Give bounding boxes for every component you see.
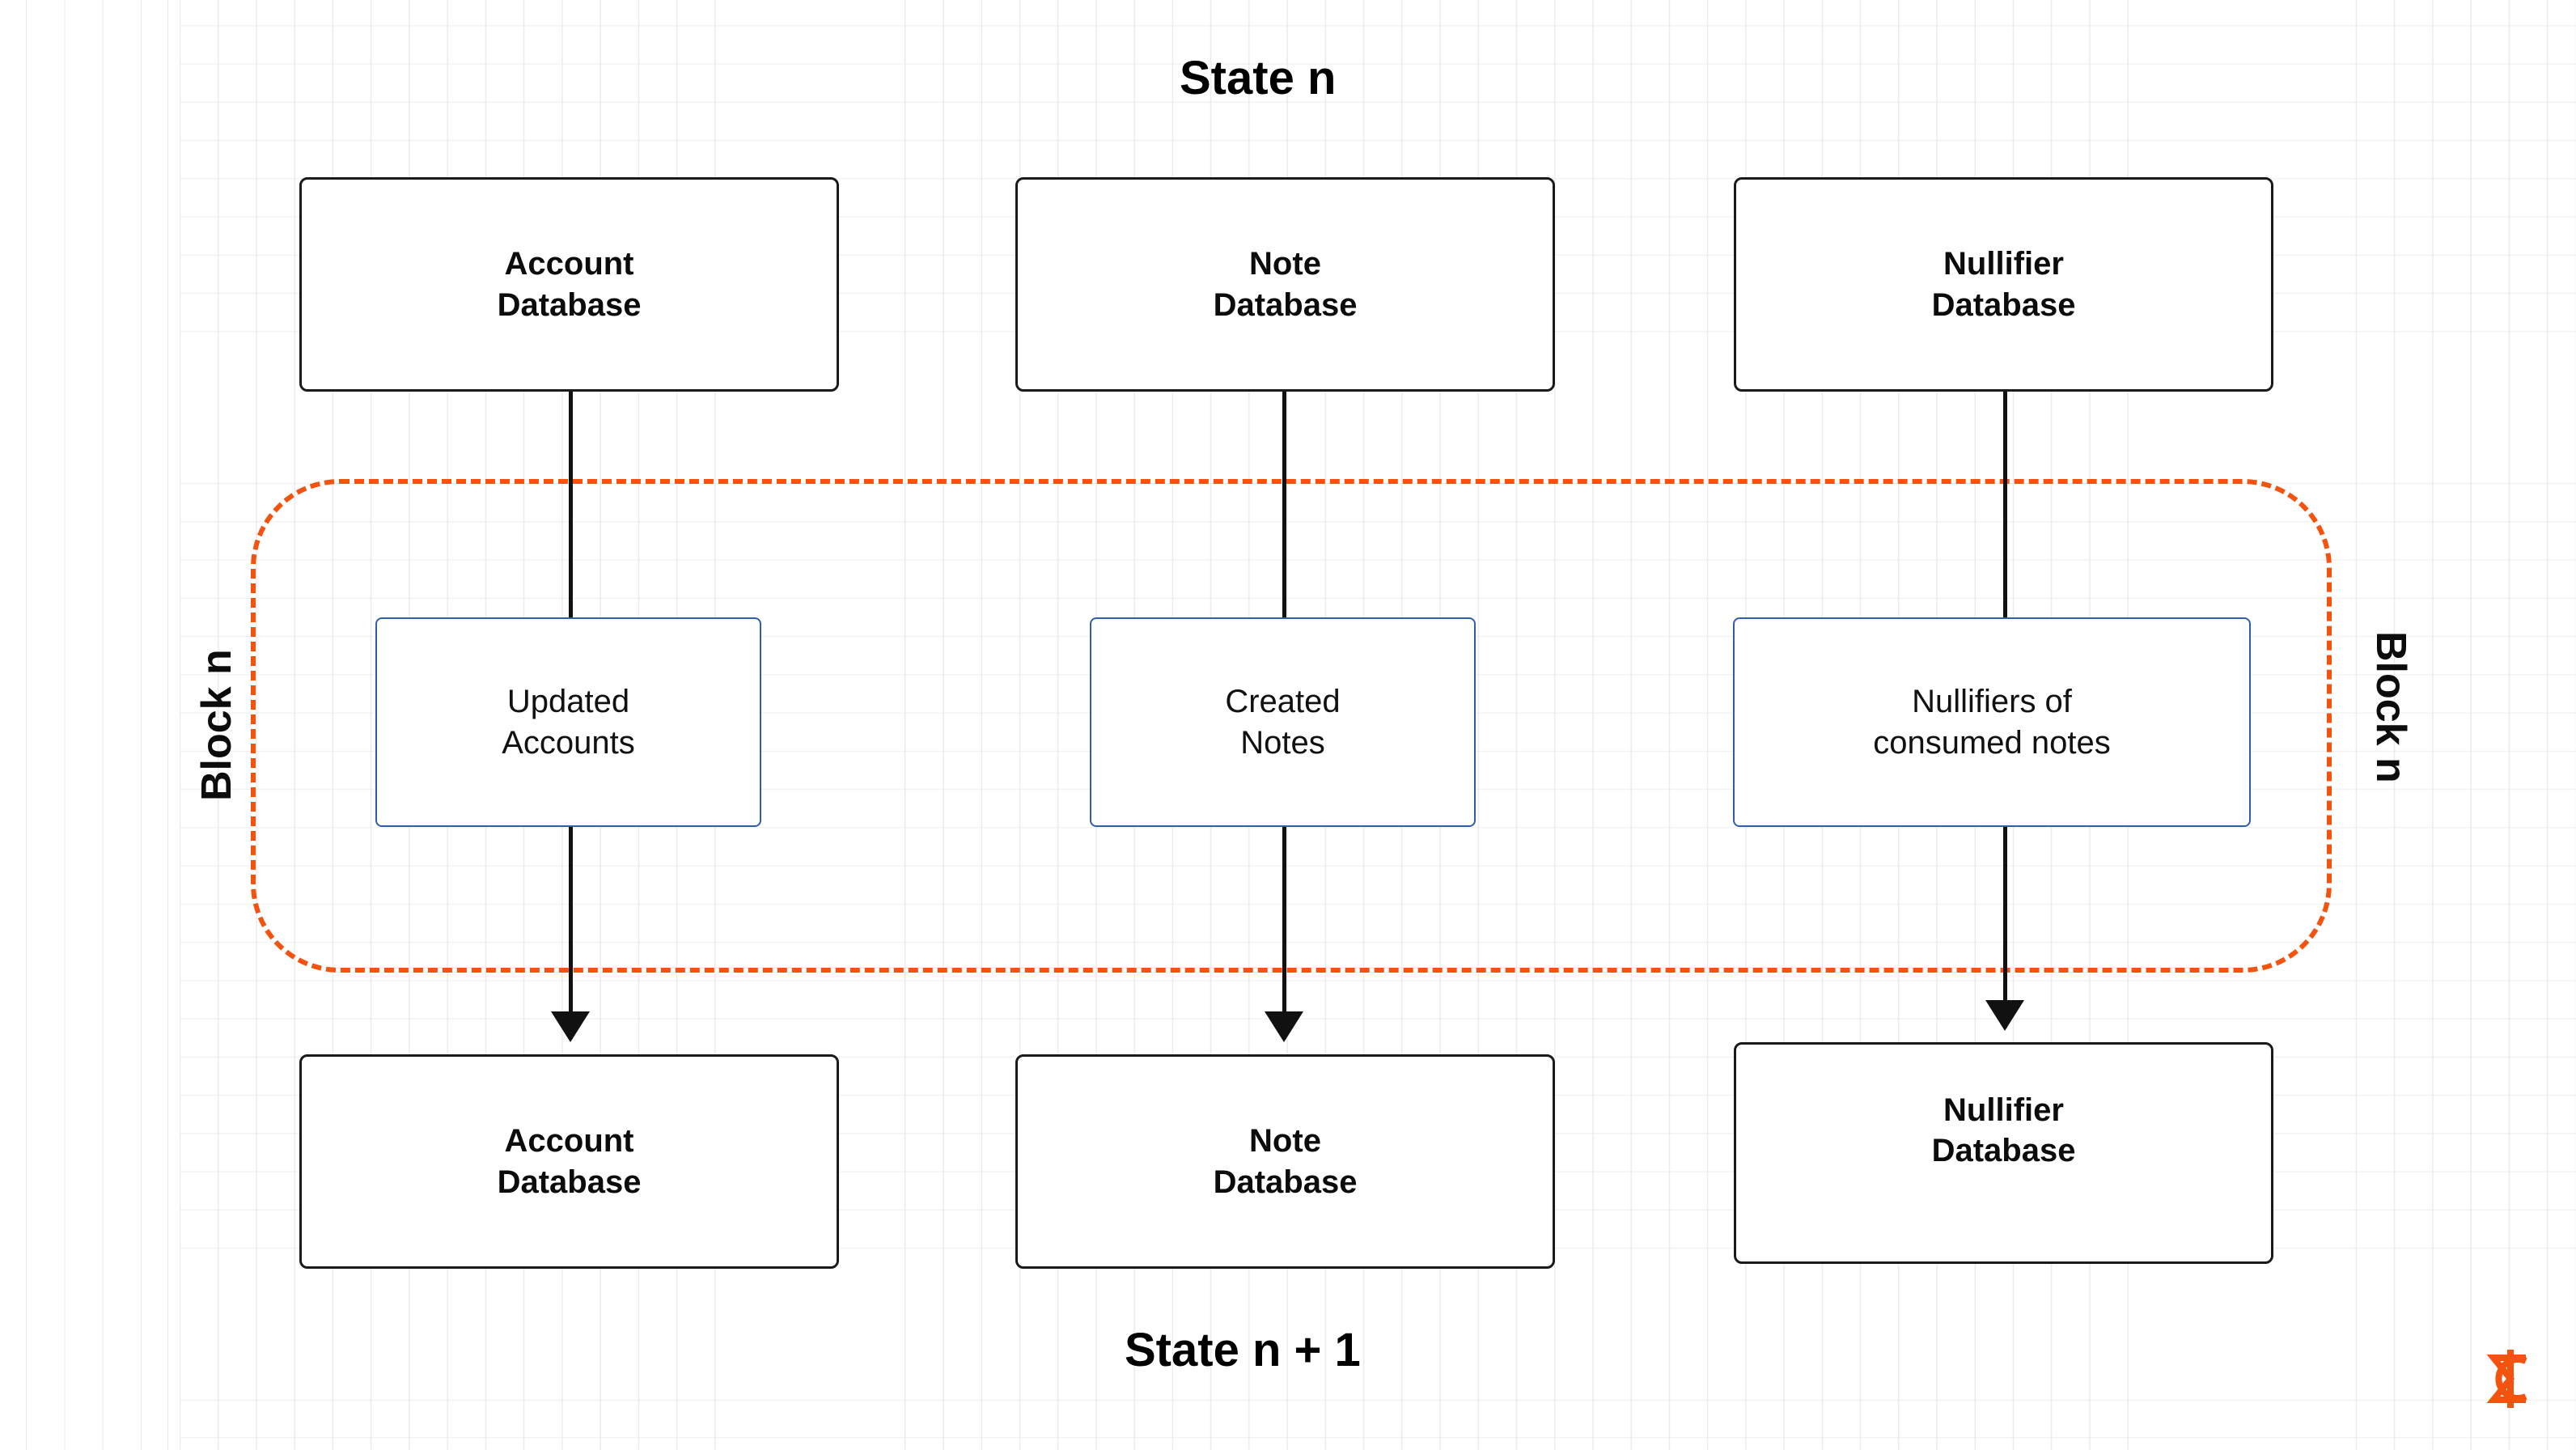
node-line-1: Nullifier [1943, 246, 2064, 282]
connector-account-top [569, 392, 573, 619]
node-line-2: Database [1931, 286, 2076, 323]
node-line-2: consumed notes [1873, 724, 2111, 761]
arrowhead-account [551, 1011, 590, 1042]
node-account-database-bottom[interactable]: Account Database [299, 1054, 839, 1269]
arrowhead-nullifier [1985, 1000, 2024, 1031]
node-created-notes[interactable]: Created Notes [1090, 617, 1476, 827]
node-line-1: Created [1225, 684, 1341, 720]
node-note-database-bottom[interactable]: Note Database [1015, 1054, 1555, 1269]
node-nullifier-database-bottom[interactable]: Nullifier Database [1734, 1042, 2273, 1264]
node-line-1: Nullifiers of [1912, 684, 2072, 720]
node-note-database-top[interactable]: Note Database [1015, 177, 1555, 392]
node-line-1: Account [504, 246, 634, 282]
node-line-2: Database [1213, 1164, 1358, 1200]
node-account-database-top[interactable]: Account Database [299, 177, 839, 392]
node-line-2: Database [497, 1164, 642, 1200]
node-nullifiers-consumed-notes[interactable]: Nullifiers of consumed notes [1733, 617, 2251, 827]
connector-account-bottom [569, 827, 573, 1039]
arrowhead-note [1265, 1011, 1303, 1042]
title-state-n: State n [1180, 52, 1337, 104]
node-line-1: Updated [506, 684, 630, 720]
block-n-label-left: Block n [193, 649, 240, 801]
node-line-1: Nullifier [1943, 1092, 2064, 1128]
node-line-2: Database [497, 286, 642, 323]
block-n-region [251, 479, 2332, 973]
connector-nullifier-top [2003, 392, 2007, 619]
title-state-n-plus-1: State n + 1 [1125, 1324, 1361, 1376]
connector-note-bottom [1282, 827, 1286, 1039]
node-line-2: Notes [1240, 724, 1325, 761]
connector-nullifier-bottom [2003, 827, 2007, 1028]
node-line-2: Accounts [502, 724, 635, 761]
node-line-1: Note [1249, 246, 1321, 282]
block-n-label-right: Block n [2367, 631, 2414, 783]
node-line-2: Database [1931, 1133, 2076, 1169]
node-line-2: Database [1213, 286, 1358, 323]
node-nullifier-database-top[interactable]: Nullifier Database [1734, 177, 2273, 392]
node-line-1: Account [504, 1123, 634, 1160]
connector-note-top [1282, 392, 1286, 619]
miden-sigma-logo-icon [2485, 1350, 2532, 1412]
node-updated-accounts[interactable]: Updated Accounts [375, 617, 761, 827]
background-grid-left [0, 0, 180, 1450]
node-line-1: Note [1249, 1123, 1321, 1160]
